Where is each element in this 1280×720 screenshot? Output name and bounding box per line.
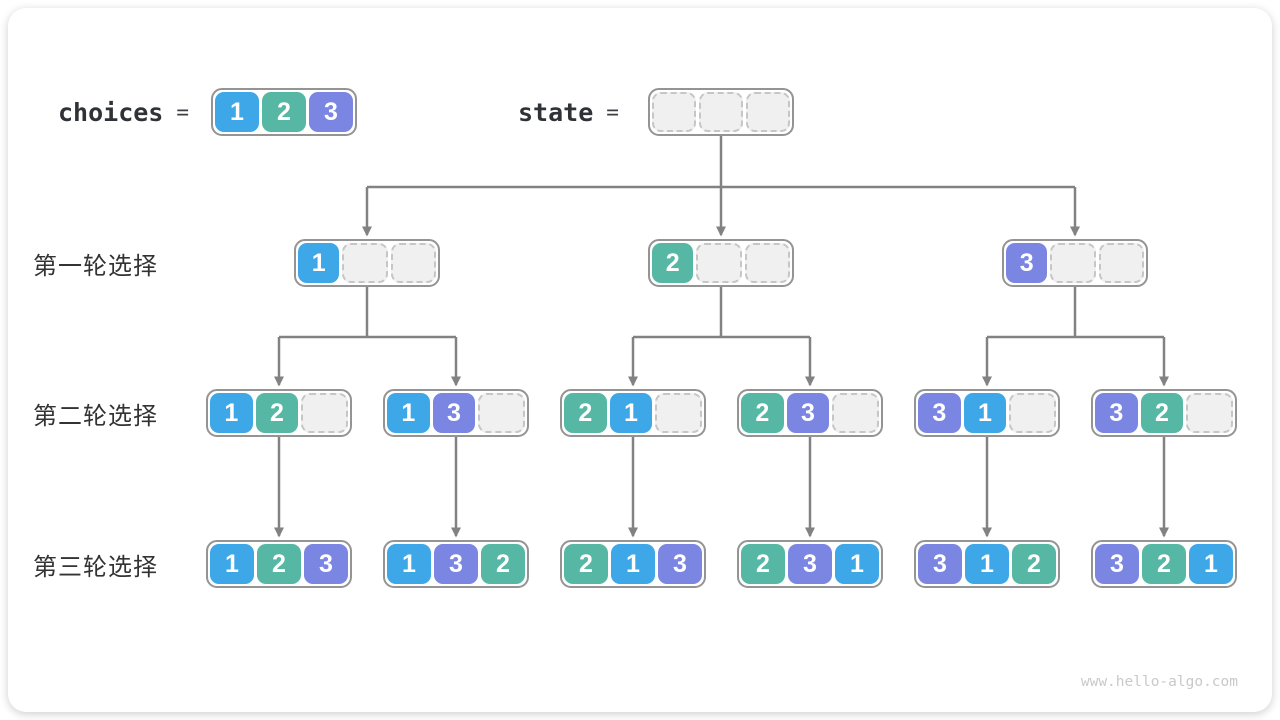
value-cell: 1 bbox=[965, 544, 1009, 584]
empty-cell bbox=[655, 393, 703, 433]
value-cell: 2 bbox=[262, 92, 306, 132]
value-cell: 1 bbox=[963, 393, 1007, 433]
value-cell: 2 bbox=[481, 544, 525, 584]
value-cell: 2 bbox=[652, 243, 694, 283]
value-cell: 1 bbox=[609, 393, 653, 433]
empty-cell bbox=[1098, 243, 1144, 283]
state-array bbox=[648, 88, 794, 136]
row-label-round-3: 第三轮选择 bbox=[33, 553, 158, 581]
array-node: 3 bbox=[1002, 239, 1148, 287]
empty-cell bbox=[478, 393, 526, 433]
value-cell: 1 bbox=[210, 544, 254, 584]
choices-label: choices = bbox=[58, 88, 189, 136]
empty-cell bbox=[342, 243, 388, 283]
value-cell: 3 bbox=[432, 393, 476, 433]
watermark-text: www.hello-algo.com bbox=[1080, 674, 1238, 690]
value-cell: 2 bbox=[1142, 544, 1186, 584]
value-cell: 3 bbox=[304, 544, 348, 584]
value-cell: 2 bbox=[564, 544, 608, 584]
value-cell: 2 bbox=[741, 544, 785, 584]
state-label: state = bbox=[518, 88, 619, 136]
value-cell: 3 bbox=[1006, 243, 1048, 283]
value-cell: 3 bbox=[788, 544, 832, 584]
choices-label-text: choices bbox=[58, 97, 164, 127]
choices-equals-sign: = bbox=[176, 100, 190, 124]
value-cell: 3 bbox=[658, 544, 702, 584]
value-cell: 1 bbox=[387, 544, 431, 584]
value-cell: 2 bbox=[1140, 393, 1184, 433]
value-cell: 3 bbox=[309, 92, 353, 132]
empty-cell bbox=[652, 92, 696, 132]
empty-cell bbox=[301, 393, 349, 433]
value-cell: 3 bbox=[918, 393, 961, 433]
row-label-round-2: 第二轮选择 bbox=[33, 402, 158, 430]
value-cell: 3 bbox=[1095, 544, 1139, 584]
value-cell: 1 bbox=[298, 243, 340, 283]
value-cell: 3 bbox=[786, 393, 830, 433]
state-label-text: state bbox=[518, 97, 594, 127]
empty-cell bbox=[699, 92, 743, 132]
value-cell: 1 bbox=[215, 92, 259, 132]
empty-cell bbox=[1050, 243, 1096, 283]
row-label-round-1: 第一轮选择 bbox=[33, 252, 158, 280]
array-node: 1 bbox=[294, 239, 440, 287]
state-equals-sign: = bbox=[606, 100, 619, 124]
value-cell: 2 bbox=[564, 393, 607, 433]
value-cell: 3 bbox=[1095, 393, 1138, 433]
value-cell: 2 bbox=[255, 393, 299, 433]
empty-cell bbox=[390, 243, 436, 283]
value-cell: 1 bbox=[387, 393, 430, 433]
empty-cell bbox=[1186, 393, 1234, 433]
value-cell: 2 bbox=[1012, 544, 1056, 584]
value-cell: 3 bbox=[918, 544, 962, 584]
empty-cell bbox=[832, 393, 880, 433]
empty-cell bbox=[746, 92, 790, 132]
value-cell: 1 bbox=[1189, 544, 1233, 584]
value-cell: 3 bbox=[434, 544, 478, 584]
value-cell: 1 bbox=[210, 393, 253, 433]
value-cell: 2 bbox=[257, 544, 301, 584]
value-cell: 1 bbox=[835, 544, 879, 584]
empty-cell bbox=[744, 243, 790, 283]
array-node: 2 bbox=[648, 239, 794, 287]
empty-cell bbox=[1009, 393, 1057, 433]
empty-cell bbox=[696, 243, 742, 283]
value-cell: 1 bbox=[611, 544, 655, 584]
value-cell: 2 bbox=[741, 393, 784, 433]
